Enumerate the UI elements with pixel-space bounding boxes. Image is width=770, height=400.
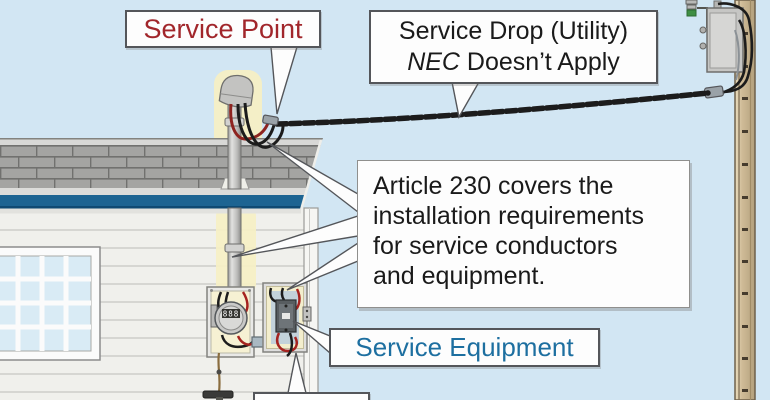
drip-loop-wires [229, 102, 285, 149]
article-230-line4: and equipment. [373, 262, 546, 290]
callout-pointers [231, 46, 481, 394]
bottom-callout-box [253, 392, 370, 400]
article-230-line3: for service conductors [373, 232, 618, 260]
window [0, 246, 101, 361]
service-equipment-callout: Service Equipment [329, 328, 600, 367]
article-230-text: Article 230 covers the installation requ… [373, 171, 644, 291]
breaker-icon [275, 299, 297, 333]
service-point-label: Service Point [143, 13, 303, 44]
ground-wire [202, 352, 234, 400]
roof [0, 138, 323, 211]
nec-italic: NEC [407, 48, 460, 76]
meter-display: 888 [223, 310, 240, 319]
article-230-callout: Article 230 covers the installation requ… [357, 160, 690, 308]
service-drop-callout: Service Drop (Utility) NEC Doesn’t Apply [369, 10, 658, 84]
article-230-line1: Article 230 covers the [373, 172, 614, 200]
service-panel [262, 282, 312, 357]
conduit-nipple [251, 336, 265, 348]
fascia-blue-band [0, 195, 323, 208]
service-drop-line1: Service Drop (Utility) [398, 17, 629, 45]
pole-transformer [685, 0, 754, 99]
service-equipment-label: Service Equipment [355, 332, 574, 362]
electric-meter: 888 [206, 286, 255, 358]
service-drop-line2-rest: Doesn’t Apply [459, 48, 620, 76]
service-drop-cable [274, 90, 711, 127]
service-drop-line2: NEC Doesn’t Apply [407, 47, 620, 78]
article-230-line2: installation requirements [373, 202, 644, 230]
service-point-callout: Service Point [125, 10, 321, 48]
ground-rod-clamp [202, 390, 234, 399]
